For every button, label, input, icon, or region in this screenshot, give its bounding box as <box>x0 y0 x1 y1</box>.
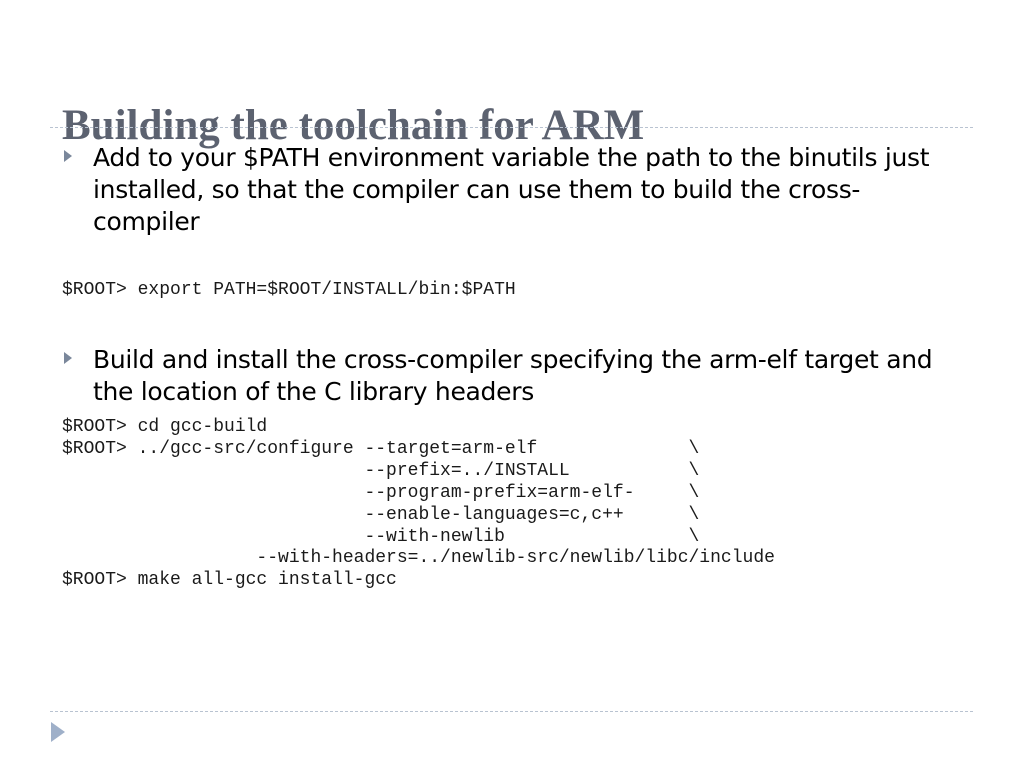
next-slide-arrow-icon[interactable] <box>51 722 65 742</box>
code-block-export-path: $ROOT> export PATH=$ROOT/INSTALL/bin:$PA… <box>62 280 516 300</box>
footer-divider <box>50 711 973 712</box>
triangle-bullet-icon <box>64 352 72 364</box>
title-divider <box>50 127 973 128</box>
code-block-configure-gcc: $ROOT> cd gcc-build $ROOT> ../gcc-src/co… <box>62 417 775 591</box>
bullet-text-path: Add to your $PATH environment variable t… <box>93 143 930 236</box>
slide-title: Building the toolchain for ARM <box>62 101 645 149</box>
bullet-text-build: Build and install the cross-compiler spe… <box>93 345 933 406</box>
triangle-bullet-icon <box>64 150 72 162</box>
